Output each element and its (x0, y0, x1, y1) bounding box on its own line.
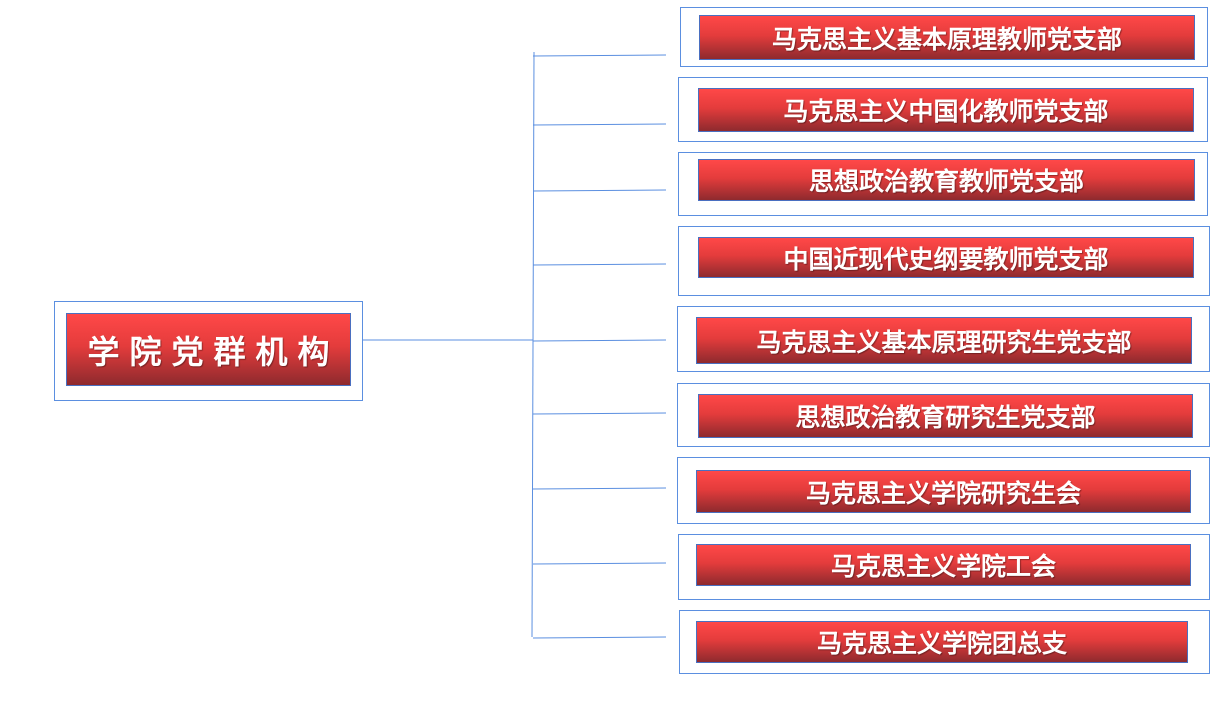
branch-line (532, 263, 667, 266)
child-node: 马克思主义学院团总支 (679, 610, 1210, 674)
branch-line (532, 487, 667, 490)
child-label: 马克思主义学院工会 (696, 544, 1191, 586)
child-node: 马克思主义中国化教师党支部 (678, 77, 1208, 142)
branch-line (532, 54, 667, 57)
child-label: 思想政治教育研究生党支部 (698, 394, 1193, 438)
branch-line (532, 562, 667, 565)
child-label: 马克思主义学院研究生会 (696, 470, 1191, 513)
child-label: 马克思主义学院团总支 (696, 621, 1188, 663)
branch-line (532, 189, 667, 192)
child-node: 马克思主义基本原理研究生党支部 (677, 306, 1210, 372)
child-label: 马克思主义基本原理教师党支部 (699, 15, 1195, 60)
child-node: 中国近现代史纲要教师党支部 (678, 226, 1210, 296)
child-label: 思想政治教育教师党支部 (698, 159, 1195, 201)
child-label: 中国近现代史纲要教师党支部 (698, 237, 1194, 278)
branch-line (532, 412, 667, 415)
child-label: 马克思主义基本原理研究生党支部 (696, 317, 1192, 364)
root-label: 学院党群机构 (66, 313, 351, 386)
child-node: 马克思主义学院工会 (678, 534, 1210, 600)
child-label: 马克思主义中国化教师党支部 (698, 88, 1194, 132)
child-node: 思想政治教育教师党支部 (678, 152, 1208, 216)
branch-line (532, 123, 667, 126)
child-node: 马克思主义学院研究生会 (677, 457, 1210, 524)
trunk-line (531, 51, 535, 638)
child-node: 马克思主义基本原理教师党支部 (680, 7, 1208, 67)
branch-line (532, 339, 667, 342)
child-node: 思想政治教育研究生党支部 (677, 383, 1210, 447)
root-node: 学院党群机构 (54, 301, 363, 401)
branch-line (532, 636, 667, 639)
